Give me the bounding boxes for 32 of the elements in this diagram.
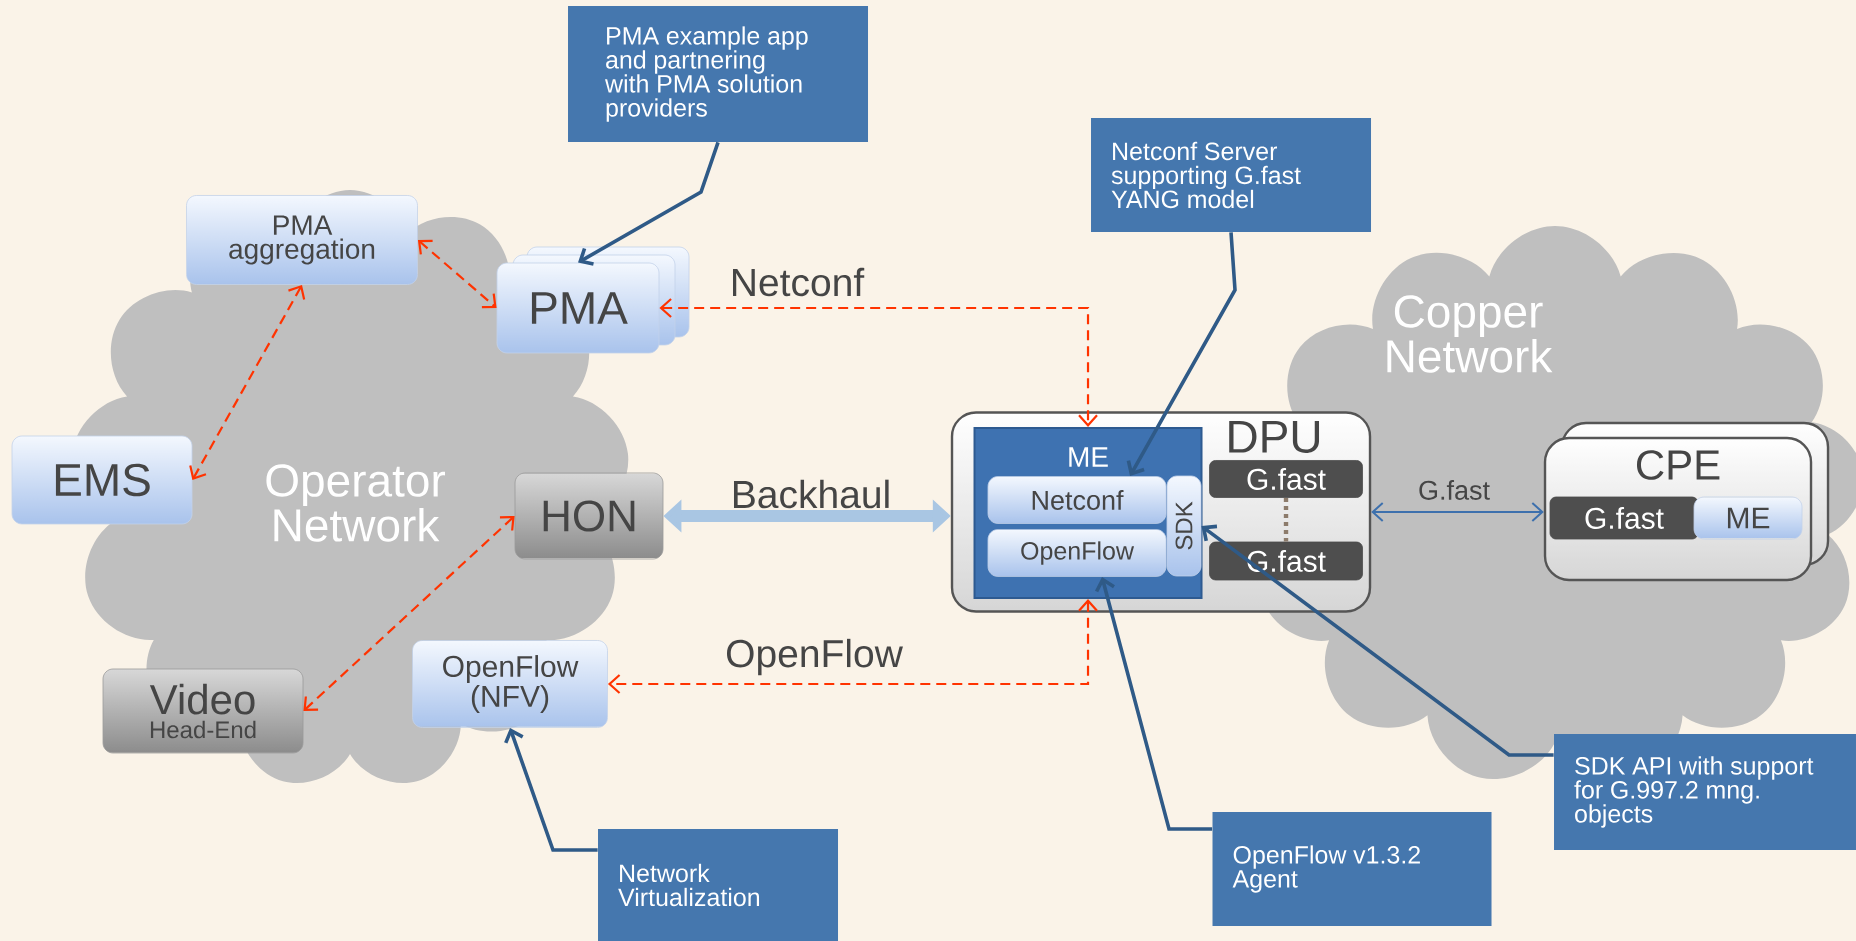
dashed-arrow — [417, 239, 497, 309]
leader-line — [578, 141, 720, 266]
callout-box: Netconf Server supporting G.fast YANG model — [1091, 118, 1371, 232]
dashed-arrow — [607, 599, 1098, 694]
port-box: G.fast — [1209, 541, 1363, 581]
process-box: ME — [1693, 496, 1803, 540]
edge-label: Netconf — [733, 267, 865, 297]
leader-line — [1201, 524, 1554, 757]
process-box: SDK — [1166, 475, 1202, 577]
dashed-arrow — [659, 298, 1098, 427]
callout-box: PMA example app and partnering with PMA solution providers — [568, 6, 868, 142]
process-box: HON — [514, 472, 664, 560]
ellipsis-line — [1283, 497, 1289, 542]
leader-line — [1126, 232, 1237, 477]
leader-line — [504, 727, 598, 852]
dashed-arrow — [189, 284, 306, 480]
leader-line — [1094, 576, 1213, 831]
callout-box: SDK API with support for G.997.2 mng. objects — [1554, 734, 1856, 850]
process-box: EMS — [11, 435, 193, 525]
stacked-box: PMA — [496, 246, 690, 354]
process-box: PMA aggregation — [186, 195, 418, 285]
edge-label: OpenFlow — [727, 638, 903, 676]
callout-box: Network Virtualization — [598, 829, 838, 941]
port-box: G.fast — [1549, 496, 1699, 540]
process-box: Video Head-End — [102, 668, 304, 754]
edge-label: G.fast — [1419, 480, 1490, 500]
callout-box: OpenFlow v1.3.2 Agent — [1212, 812, 1492, 926]
edge-label: Backhaul — [734, 479, 889, 509]
double-arrow — [1371, 502, 1544, 522]
port-box: G.fast — [1209, 460, 1363, 498]
dashed-arrow — [303, 516, 515, 711]
process-box: OpenFlow (NFV) — [412, 640, 608, 728]
